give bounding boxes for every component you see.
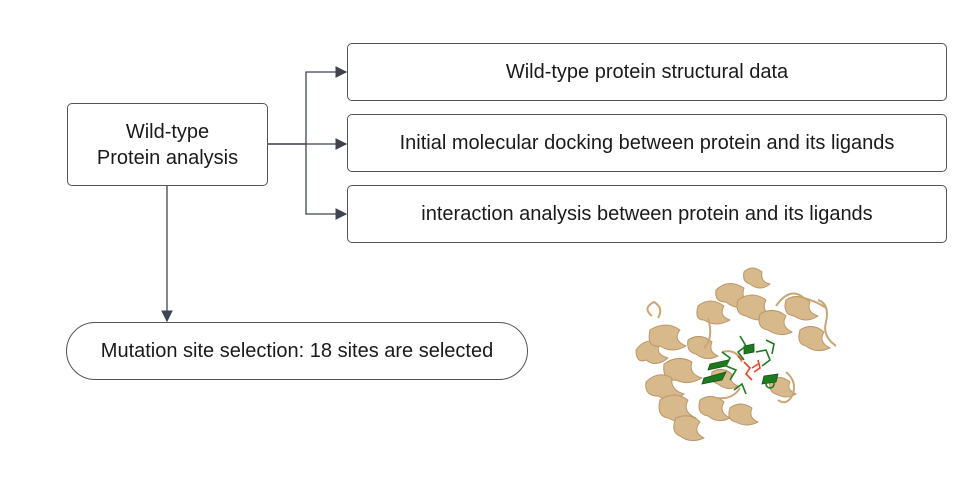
wildtype-node-line1: Wild-type [125,120,210,143]
mutation-site-selection-node: Mutation site selection: 18 sites are se… [66,322,528,380]
wildtype-protein-analysis-node: Wild-type Protein analysis [67,103,268,186]
structural-data-label: Wild-type protein structural data [505,61,789,83]
structural-data-node: Wild-type protein structural data [347,43,947,101]
wildtype-node-line2: Protein analysis [96,146,239,169]
mutation-site-label: Mutation site selection: 18 sites are se… [100,340,494,362]
connector-to-interaction [268,143,348,220]
molecular-docking-node: Initial molecular docking between protei… [347,114,947,172]
interaction-analysis-label: interaction analysis between protein and… [421,203,873,225]
ligand-site-icon [701,335,779,395]
molecular-docking-label: Initial molecular docking between protei… [399,132,895,154]
interaction-analysis-node: interaction analysis between protein and… [347,185,947,243]
